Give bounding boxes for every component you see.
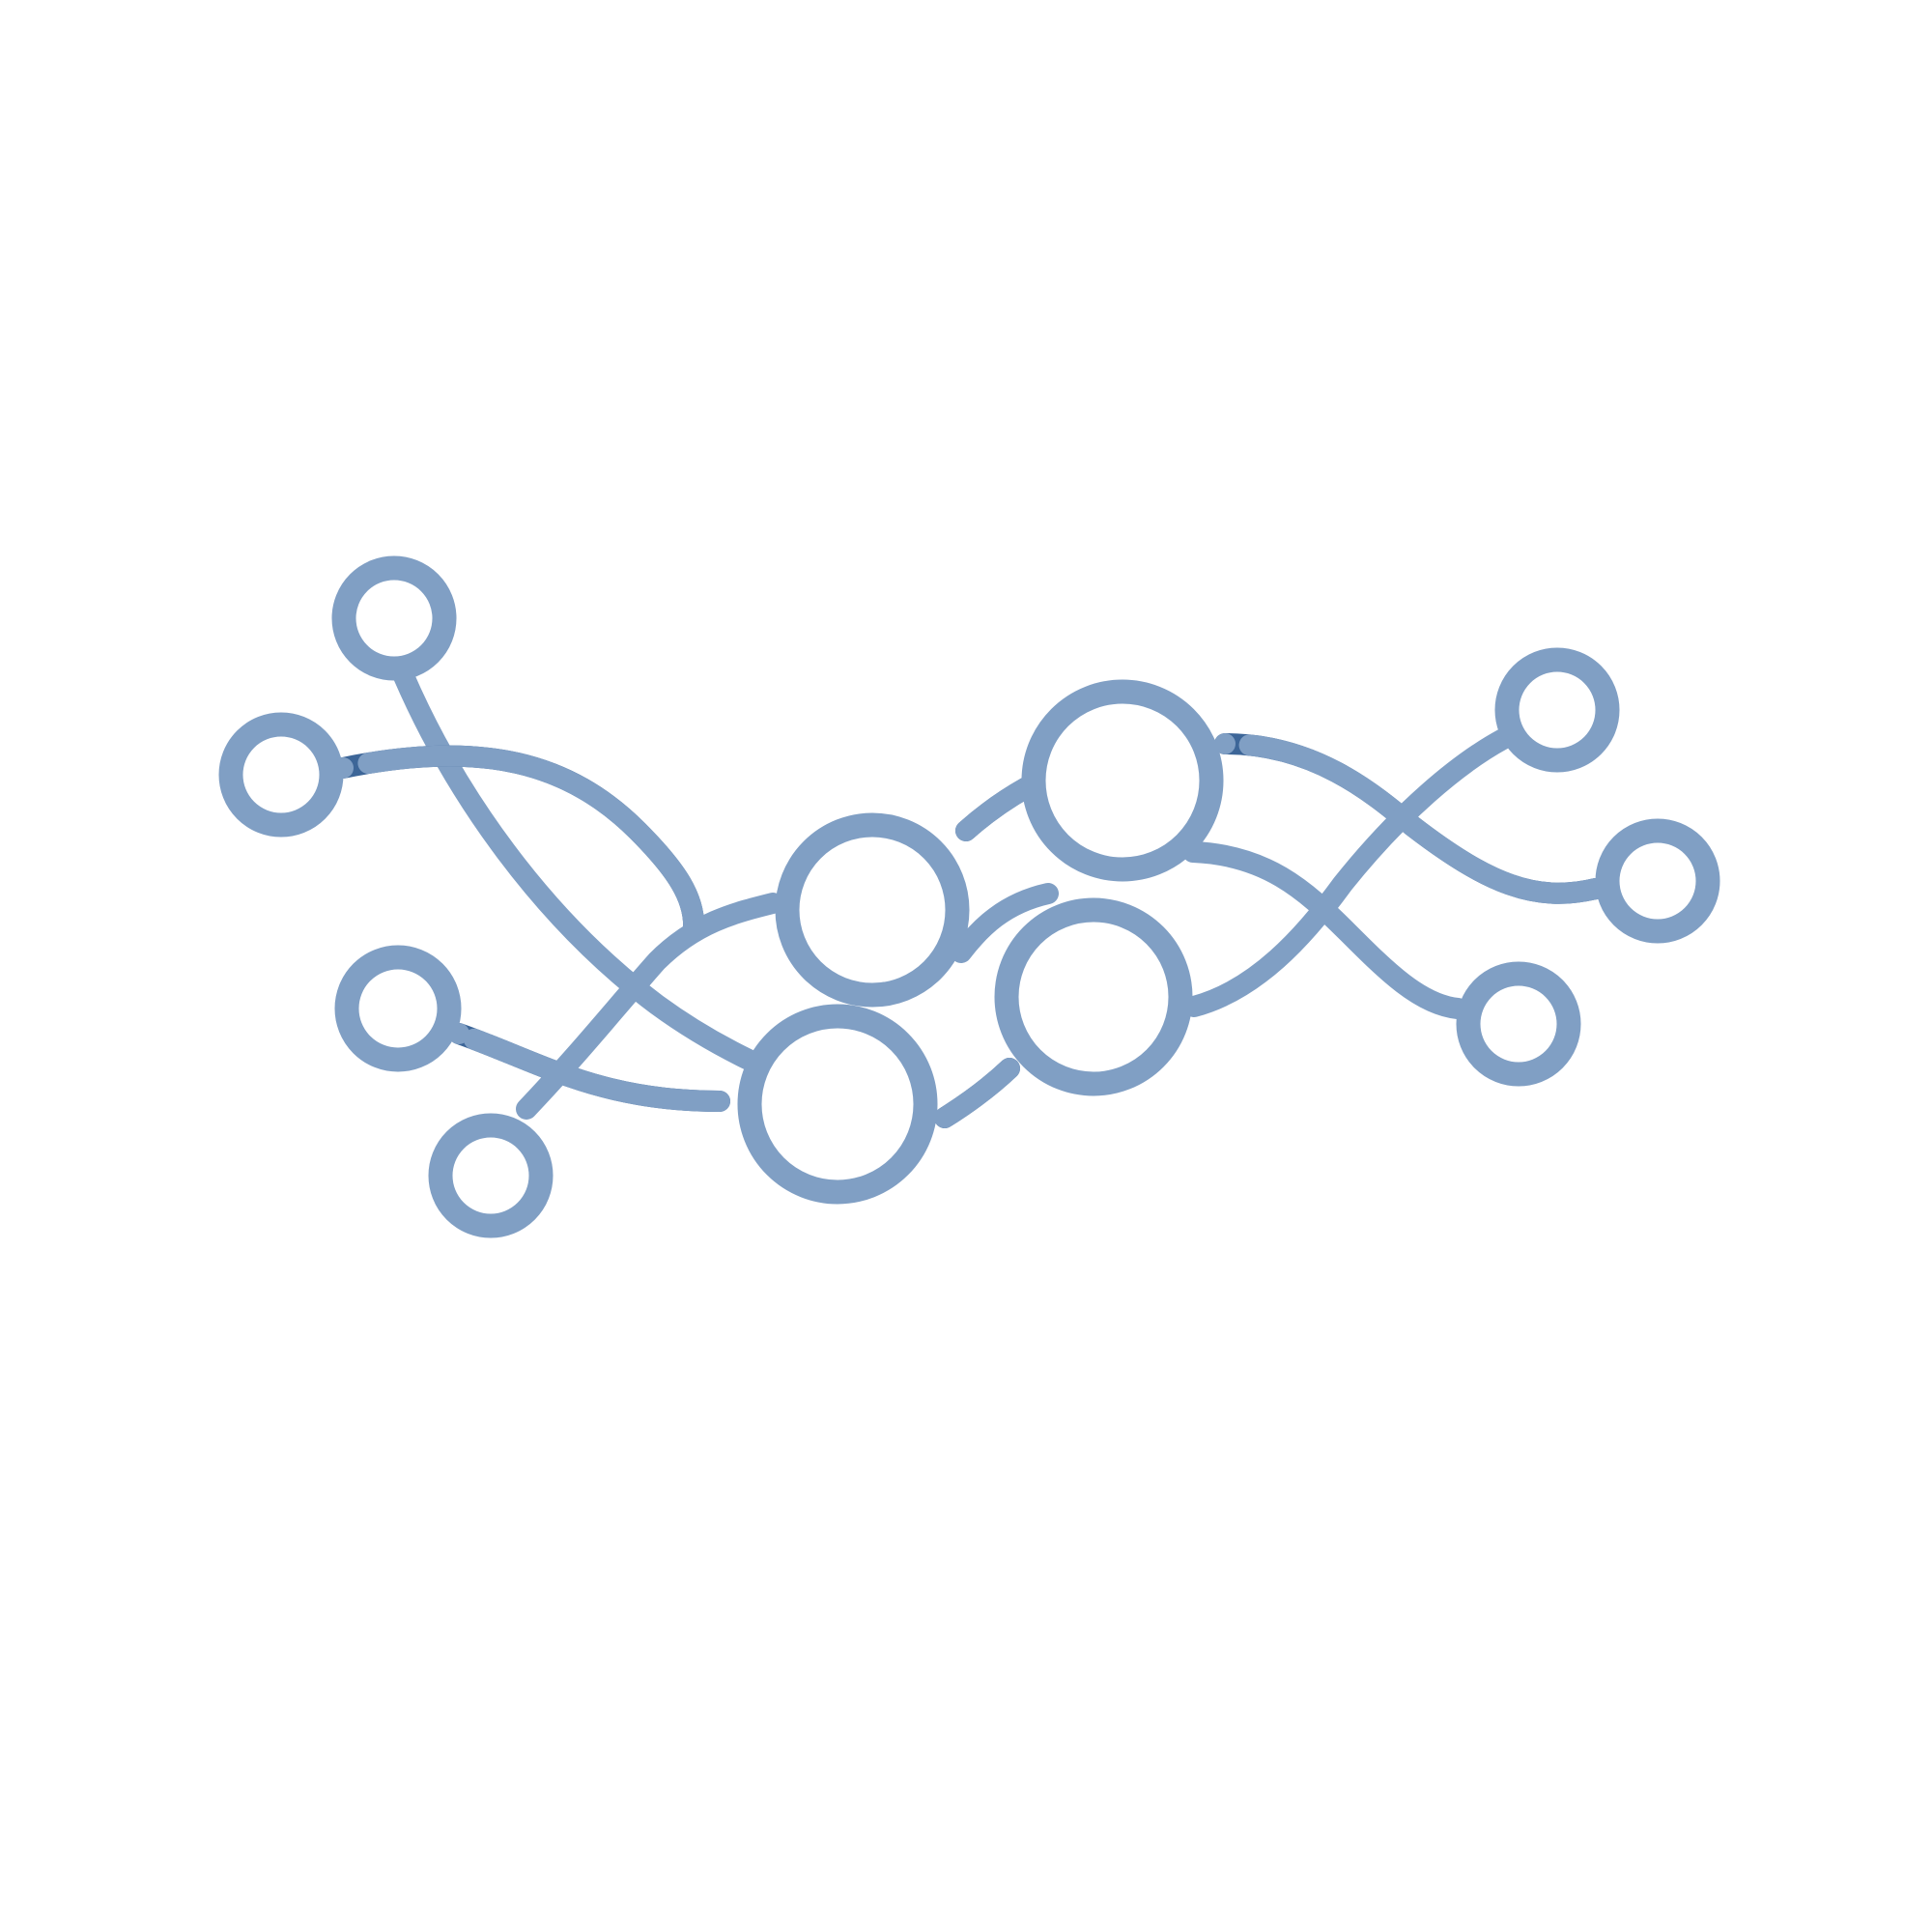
edge-hub-upper-center-to-hub-lower-right — [951, 883, 1059, 963]
node-hub-top — [1021, 679, 1224, 882]
node-leaf-top-left — [331, 555, 457, 681]
edge-overlay-leaf-mid-left-to-hub-lower-center — [448, 1023, 730, 1112]
edge-leaf-bottom-left-to-hub-upper-center — [516, 893, 783, 1120]
node-hub-upper-center — [775, 812, 970, 1008]
edge-layer — [332, 666, 1606, 1128]
node-hub-lower-right — [994, 897, 1193, 1096]
node-leaf-bottom-right — [1456, 961, 1581, 1087]
node-layer — [218, 555, 1720, 1238]
edge-overlay-hub-top-to-leaf-right — [1214, 733, 1606, 904]
node-leaf-bottom-left — [428, 1113, 554, 1238]
edge-hub-lower-right-to-leaf-top-right — [1183, 728, 1514, 1017]
node-leaf-right — [1595, 818, 1720, 944]
node-leaf-top-right — [1494, 647, 1620, 773]
edge-overlay-hub-lower-center-to-hub-lower-right — [934, 1058, 1020, 1128]
edge-overlay-hub-upper-center-to-hub-top — [955, 777, 1037, 841]
edge-hub-top-to-leaf-bottom-right — [1182, 841, 1468, 1019]
edge-overlay-leaf-left-to-hub-upper-center — [332, 745, 705, 940]
node-leaf-left — [218, 712, 344, 838]
node-leaf-mid-left — [334, 945, 462, 1072]
node-hub-lower-center — [737, 1004, 938, 1205]
